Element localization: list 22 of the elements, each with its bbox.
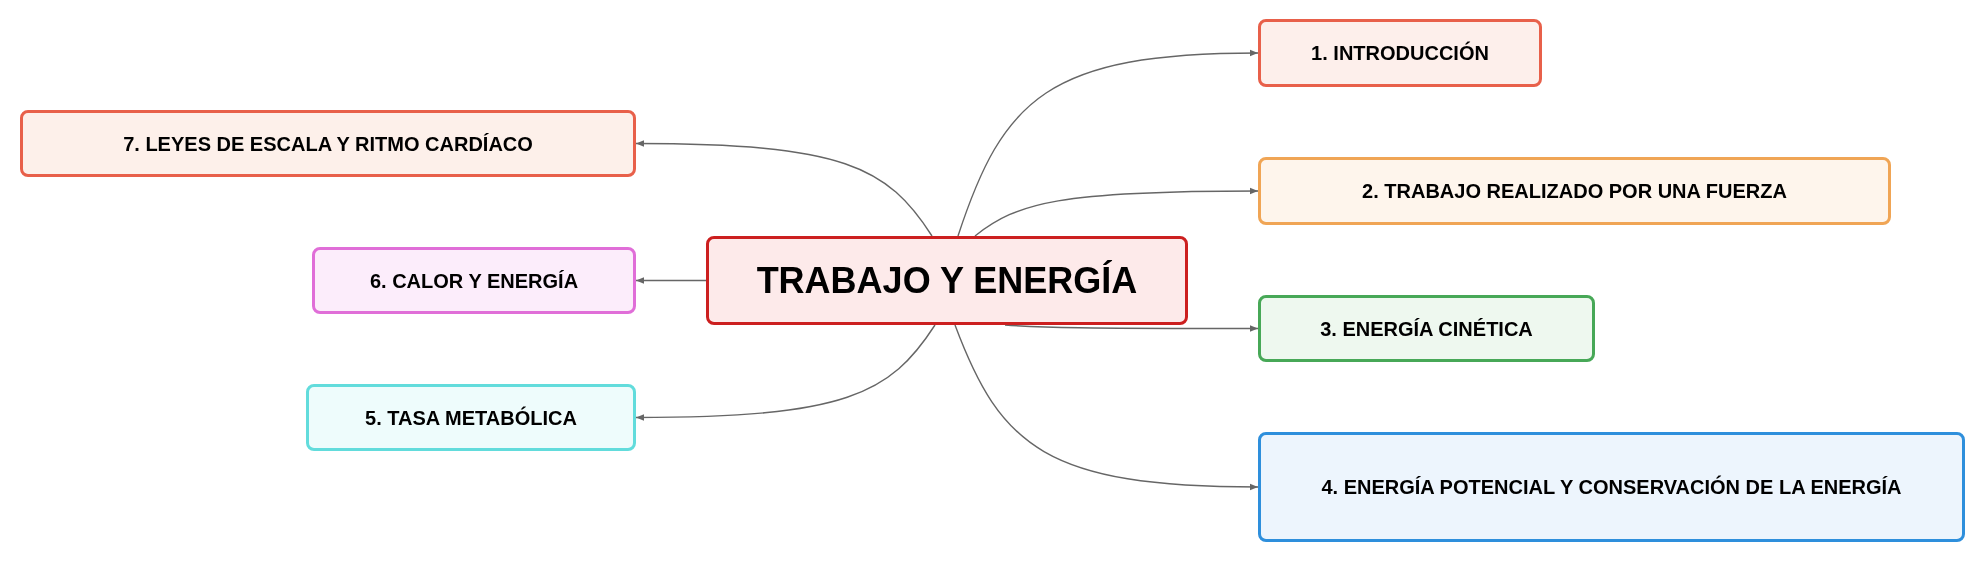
connector-arrow <box>635 277 707 284</box>
subtopic-box <box>1258 432 1965 542</box>
subtopic-text: 7. LEYES DE ESCALA Y RITMO CARDÍACO <box>123 131 533 157</box>
subtopic-box <box>1258 19 1542 87</box>
central-topic-text: TRABAJO Y ENERGÍA <box>756 258 1138 303</box>
subtopic-text: 1. INTRODUCCIÓN <box>1311 40 1489 66</box>
subtopic-text: 2. TRABAJO REALIZADO POR UNA FUERZA <box>1362 179 1787 204</box>
subtopic-box <box>1258 157 1891 225</box>
subtopic-text: 4. ENERGÍA POTENCIAL Y CONSERVACIÓN DE LA ENERGÍA <box>1321 474 1902 500</box>
connector-arrow <box>635 324 936 421</box>
central-topic-box <box>706 236 1188 325</box>
connector-arrow <box>635 140 933 237</box>
subtopic-box <box>306 384 636 451</box>
subtopic-text: 3. ENERGÍA CINÉTICA <box>1320 316 1533 342</box>
connector-arrow <box>974 187 1259 237</box>
subtopic-text: 5. TASA METABÓLICA <box>365 405 577 431</box>
subtopic-box <box>1258 295 1595 362</box>
subtopic-box <box>312 247 636 314</box>
connector-arrow <box>954 324 1259 491</box>
subtopic-box <box>20 110 636 177</box>
connector-arrow <box>957 49 1259 237</box>
subtopic-text: 6. CALOR Y ENERGÍA <box>369 268 579 294</box>
